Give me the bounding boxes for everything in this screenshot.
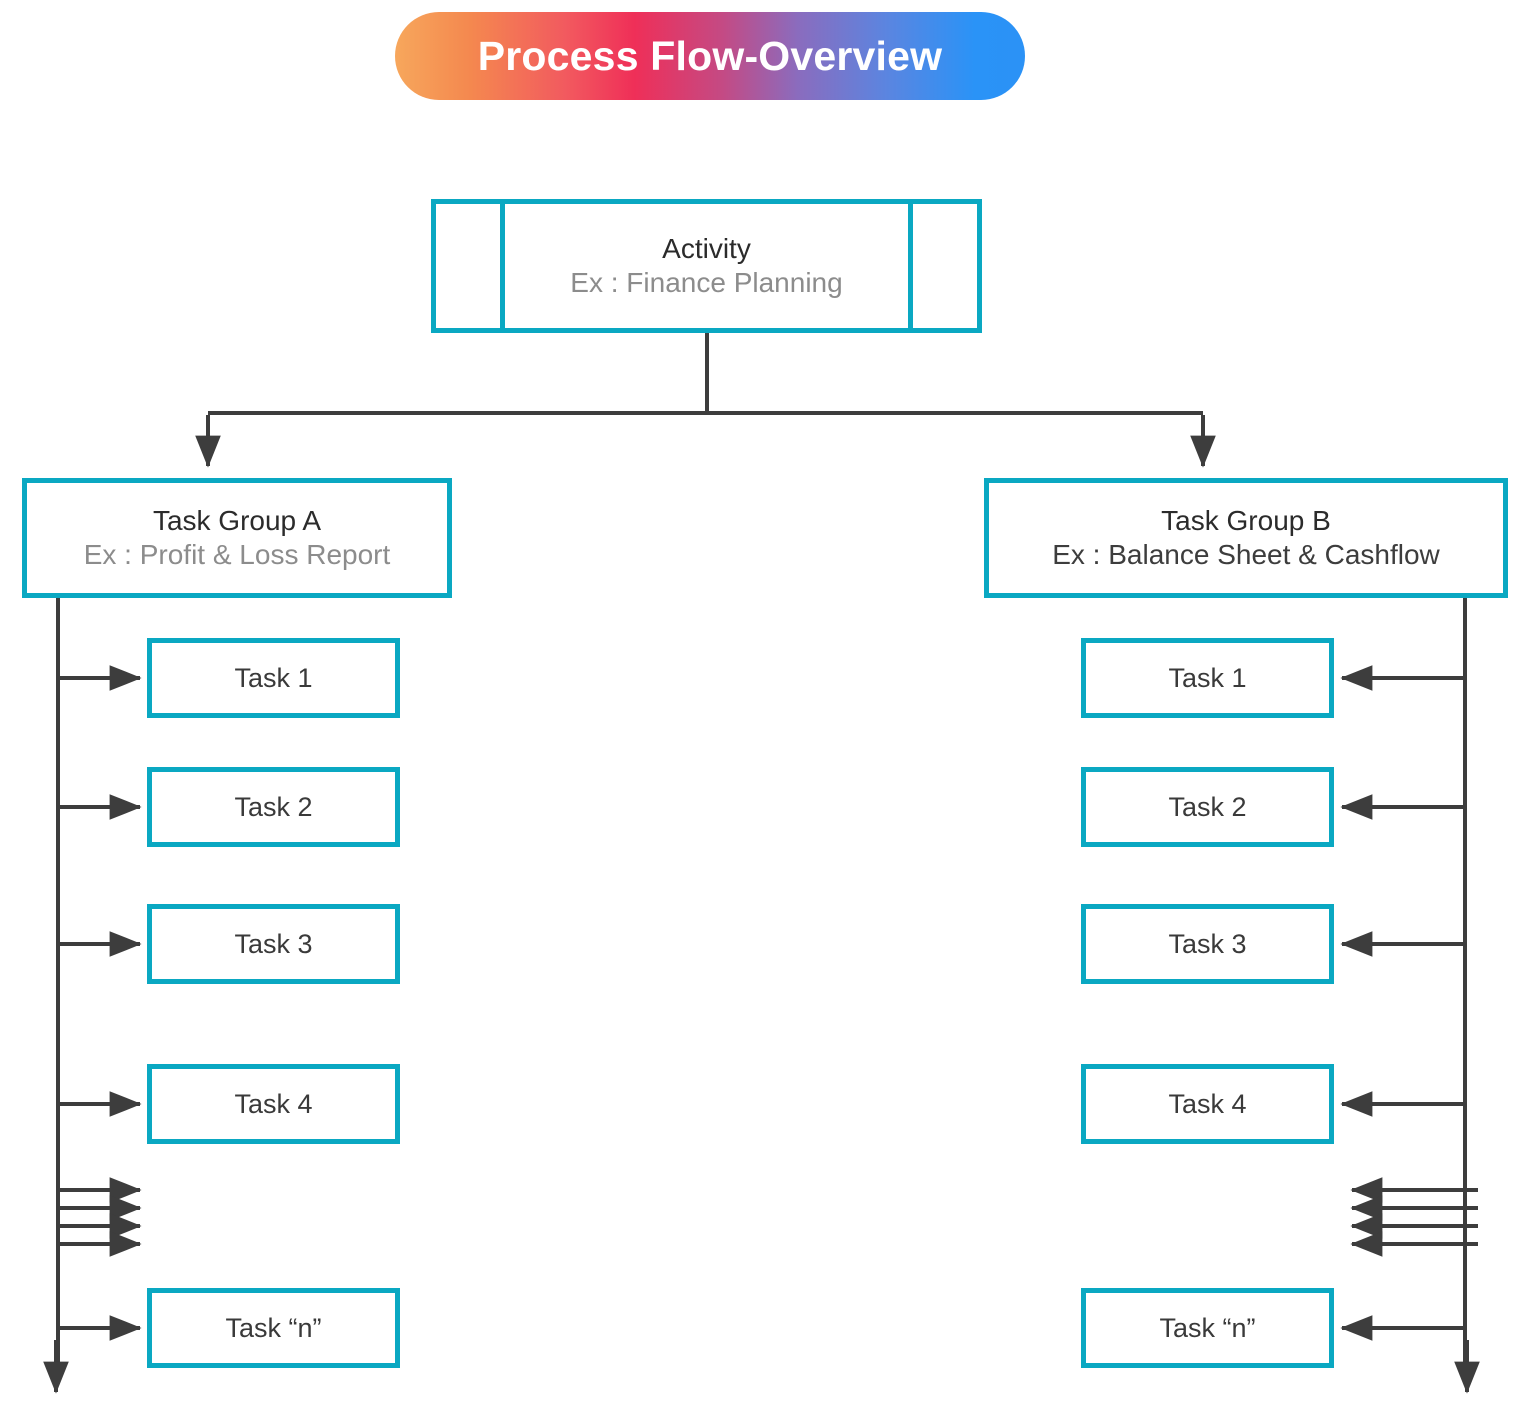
task-label: Task 1 (1168, 662, 1247, 693)
task-group-b-node[interactable]: Task Group B Ex : Balance Sheet & Cashfl… (984, 478, 1508, 598)
task-label: Task 4 (1168, 1088, 1247, 1119)
task-group-a-name: Task Group A (152, 504, 322, 536)
activity-node[interactable]: Activity Ex : Finance Planning (431, 199, 982, 333)
task-box-a-n[interactable]: Task “n” (147, 1288, 400, 1368)
diagram-title-banner: Process Flow-Overview (395, 12, 1025, 100)
task-label: Task 2 (1168, 791, 1247, 822)
predefined-process-left-rule-icon (500, 199, 505, 333)
task-box-b-n[interactable]: Task “n” (1081, 1288, 1334, 1368)
task-box-a-3[interactable]: Task 3 (147, 904, 400, 984)
task-label: Task 2 (234, 791, 313, 822)
task-group-b-example: Ex : Balance Sheet & Cashflow (1052, 539, 1440, 570)
activity-example: Ex : Finance Planning (570, 267, 843, 298)
task-group-b-name: Task Group B (1161, 504, 1331, 536)
predefined-process-right-rule-icon (908, 199, 913, 333)
task-label: Task “n” (1159, 1312, 1256, 1343)
task-box-a-2[interactable]: Task 2 (147, 767, 400, 847)
task-box-b-2[interactable]: Task 2 (1081, 767, 1334, 847)
task-label: Task 4 (234, 1088, 313, 1119)
task-box-b-3[interactable]: Task 3 (1081, 904, 1334, 984)
diagram-title: Process Flow-Overview (477, 32, 943, 79)
task-label: Task 3 (234, 928, 313, 959)
task-box-b-4[interactable]: Task 4 (1081, 1064, 1334, 1144)
task-label: Task 1 (234, 662, 313, 693)
activity-name: Activity (662, 232, 751, 264)
task-group-a-node[interactable]: Task Group A Ex : Profit & Loss Report (22, 478, 452, 598)
task-box-b-1[interactable]: Task 1 (1081, 638, 1334, 718)
task-box-a-1[interactable]: Task 1 (147, 638, 400, 718)
task-group-a-example: Ex : Profit & Loss Report (83, 539, 391, 570)
task-label: Task 3 (1168, 928, 1247, 959)
task-box-a-4[interactable]: Task 4 (147, 1064, 400, 1144)
task-label: Task “n” (225, 1312, 322, 1343)
